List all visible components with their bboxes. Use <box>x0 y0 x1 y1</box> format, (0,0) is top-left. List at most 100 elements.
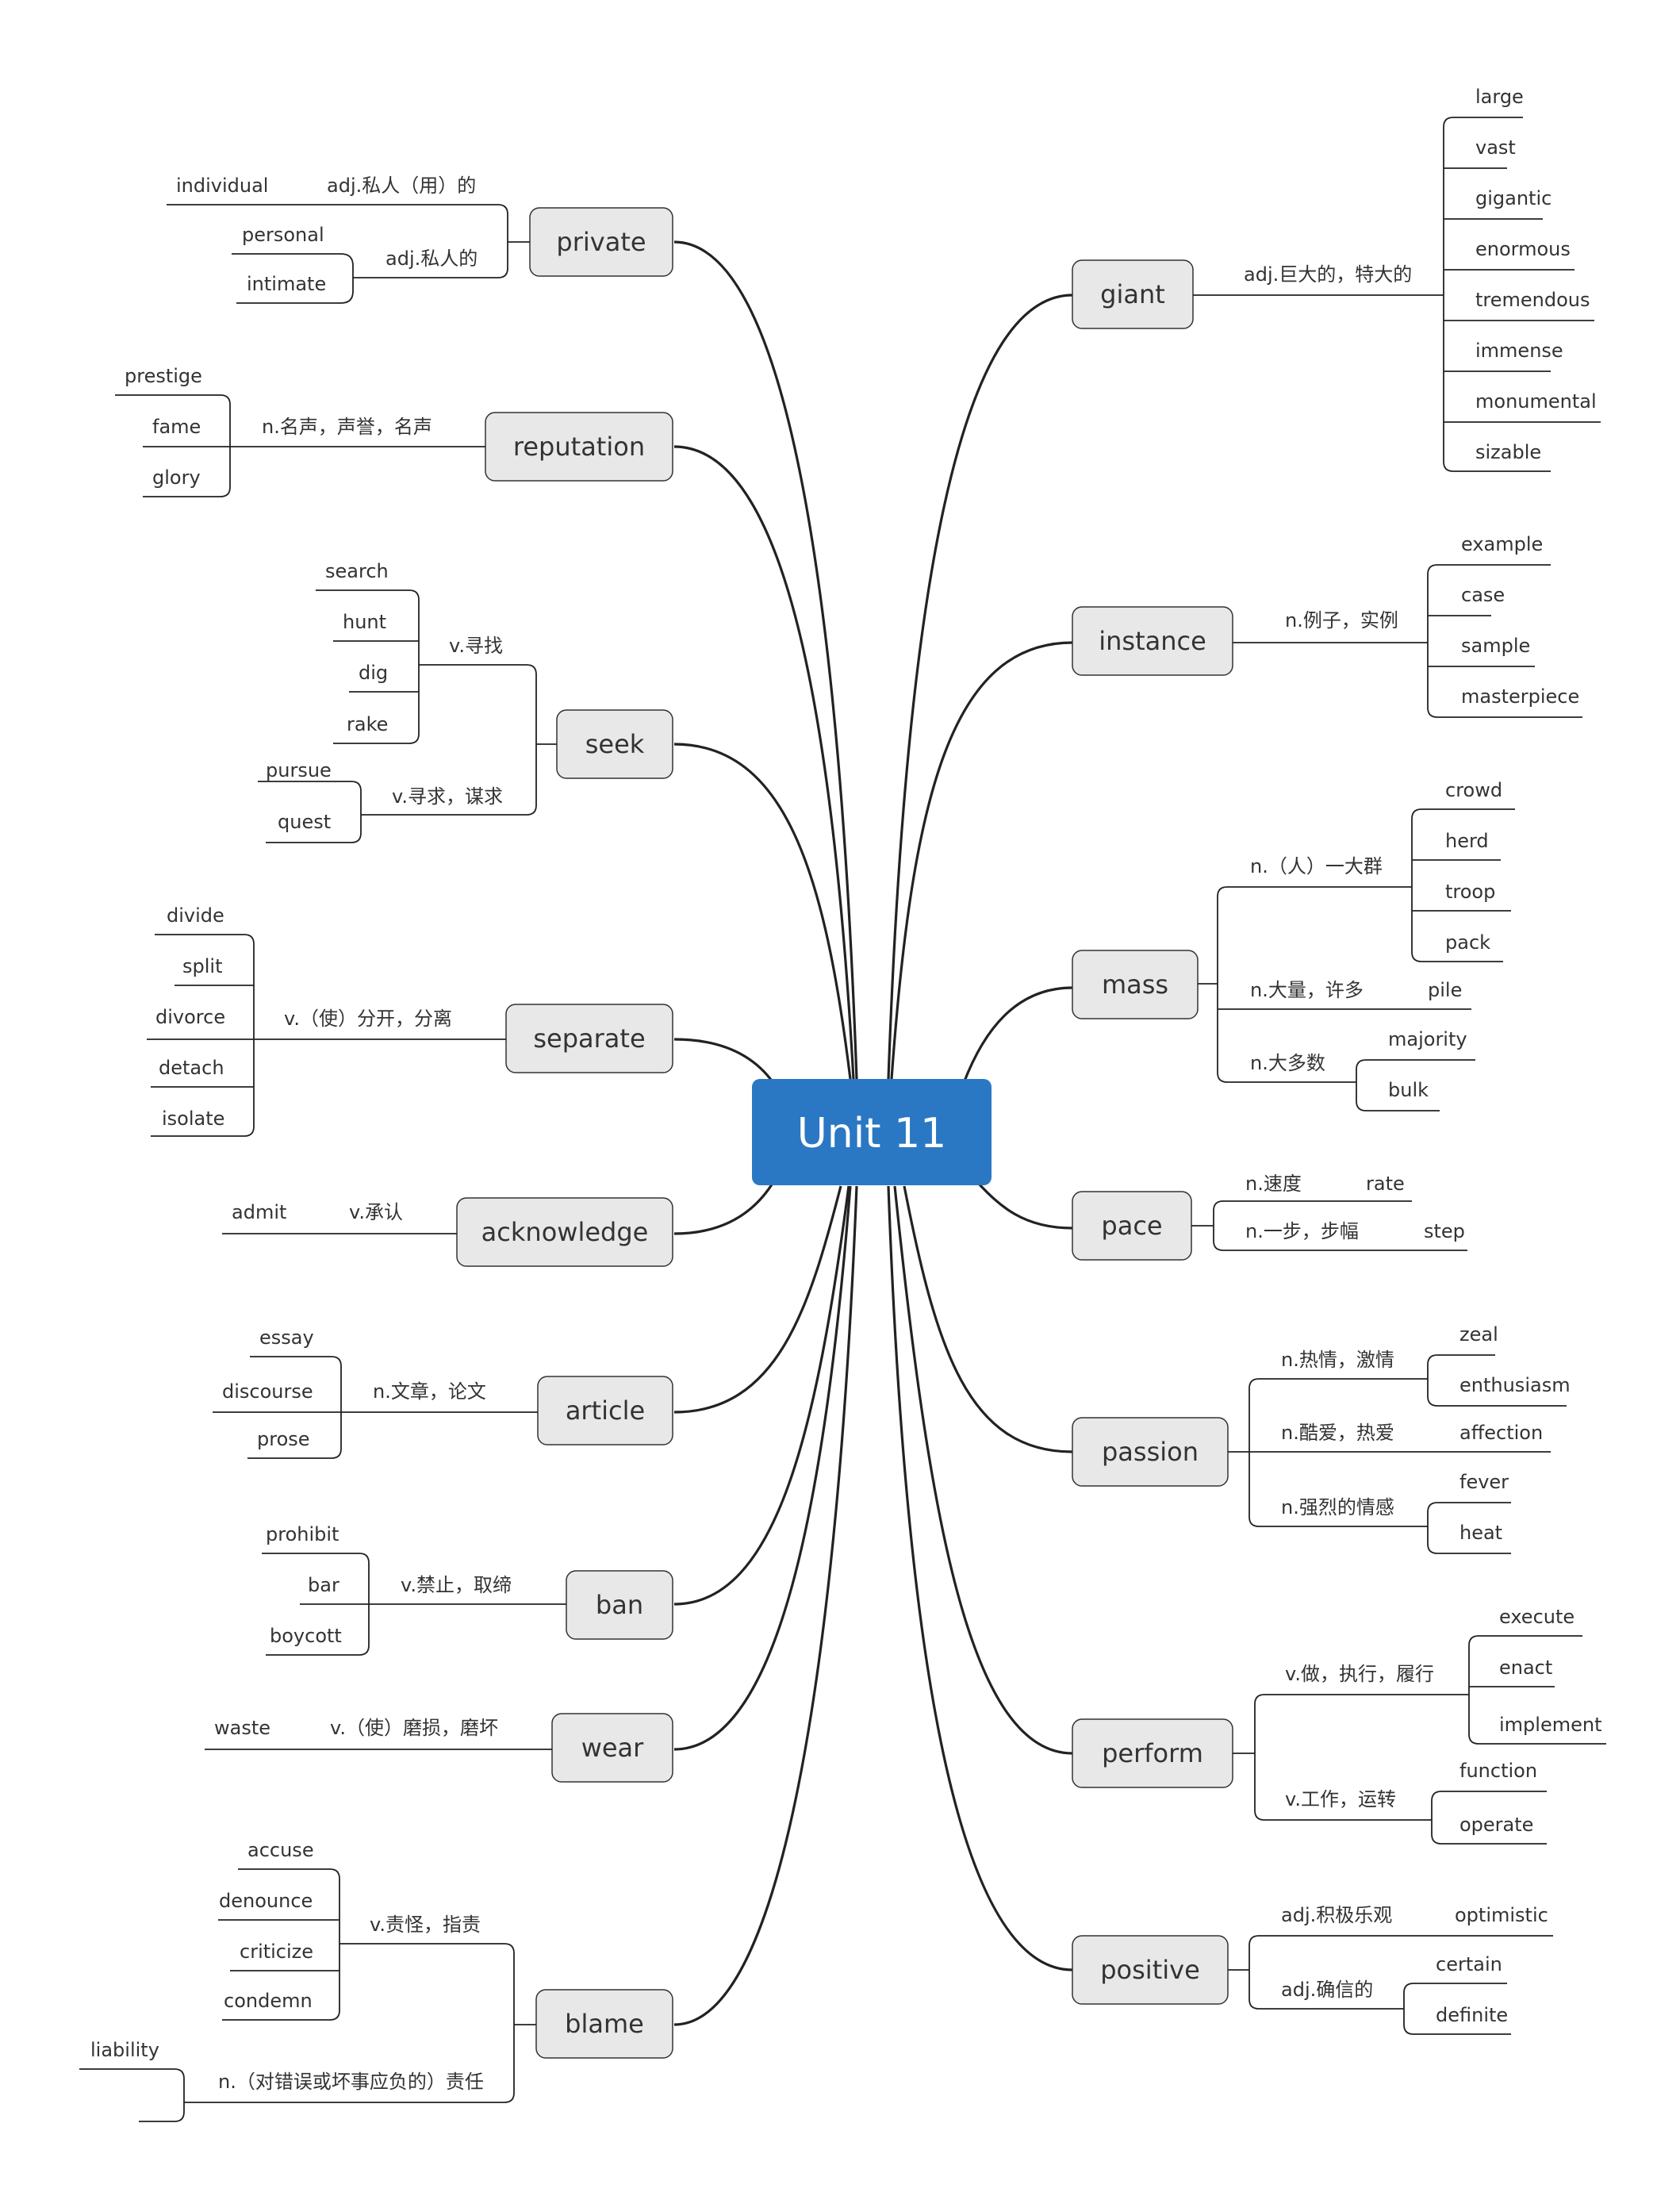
svg-text:isolate: isolate <box>162 1108 224 1130</box>
svg-text:n.（人）一大群: n.（人）一大群 <box>1250 855 1383 877</box>
svg-text:enthusiasm: enthusiasm <box>1459 1374 1571 1396</box>
svg-text:wear: wear <box>581 1733 644 1763</box>
svg-text:divide: divide <box>167 904 224 927</box>
svg-text:divorce: divorce <box>155 1006 225 1028</box>
topic-separate[interactable]: separate <box>505 1004 673 1073</box>
svg-text:crowd: crowd <box>1445 779 1502 801</box>
svg-text:denounce: denounce <box>219 1890 313 1912</box>
svg-text:admit: admit <box>232 1201 286 1223</box>
svg-text:ban: ban <box>596 1590 643 1620</box>
svg-text:adj.私人的: adj.私人的 <box>385 248 478 270</box>
svg-text:v.禁止，取缔: v.禁止，取缔 <box>401 1574 512 1596</box>
svg-text:giant: giant <box>1100 279 1165 309</box>
svg-text:v.（使）磨损，磨坏: v.（使）磨损，磨坏 <box>330 1717 498 1739</box>
svg-text:individual: individual <box>176 175 268 197</box>
center-node[interactable]: Unit 11 <box>752 1079 992 1185</box>
topic-private[interactable]: private <box>529 207 673 277</box>
svg-text:personal: personal <box>242 224 324 246</box>
svg-text:v.工作，运转: v.工作，运转 <box>1285 1788 1396 1810</box>
branch-blame: v.责怪，指责 accuse denounce criticize condem… <box>79 1839 536 2122</box>
svg-text:v.寻求，谋求: v.寻求，谋求 <box>392 785 503 808</box>
svg-text:blame: blame <box>565 2009 644 2039</box>
branch-private: adj.私人（用）的 individual adj.私人的 personal i… <box>167 175 530 304</box>
svg-text:pace: pace <box>1101 1211 1162 1241</box>
center-connectors <box>673 240 1073 2026</box>
svg-text:v.寻找: v.寻找 <box>449 635 503 657</box>
svg-text:hunt: hunt <box>343 611 386 633</box>
topic-seek[interactable]: seek <box>556 709 673 779</box>
svg-text:n.速度: n.速度 <box>1245 1173 1302 1195</box>
center-title: Unit 11 <box>797 1110 947 1158</box>
svg-text:adj.私人（用）的: adj.私人（用）的 <box>327 175 476 197</box>
svg-text:article: article <box>566 1396 645 1426</box>
svg-text:discourse: discourse <box>222 1380 313 1403</box>
svg-text:bulk: bulk <box>1388 1079 1429 1101</box>
branch-acknowledge: v.承认 admit <box>222 1201 457 1234</box>
svg-text:quest: quest <box>278 811 331 833</box>
svg-text:n.酷爱，热爱: n.酷爱，热爱 <box>1281 1422 1394 1444</box>
svg-text:adj.巨大的，特大的: adj.巨大的，特大的 <box>1244 263 1412 286</box>
svg-text:seek: seek <box>585 729 645 759</box>
svg-text:n.强烈的情感: n.强烈的情感 <box>1281 1496 1394 1518</box>
topic-wear[interactable]: wear <box>551 1713 673 1783</box>
topic-perform[interactable]: perform <box>1072 1718 1233 1788</box>
svg-text:n.名声，声誉，名声: n.名声，声誉，名声 <box>262 416 432 438</box>
svg-text:positive: positive <box>1100 1955 1200 1985</box>
svg-text:majority: majority <box>1388 1028 1467 1050</box>
branch-perform: v.做，执行，履行 execute enact implement v.工作，运… <box>1233 1606 1606 1845</box>
svg-text:optimistic: optimistic <box>1455 1904 1548 1926</box>
topic-positive[interactable]: positive <box>1072 1935 1229 2005</box>
svg-text:herd: herd <box>1445 830 1489 852</box>
svg-text:glory: glory <box>152 466 201 489</box>
svg-text:n.大多数: n.大多数 <box>1250 1052 1325 1074</box>
svg-text:reputation: reputation <box>513 432 645 462</box>
svg-text:operate: operate <box>1459 1814 1533 1836</box>
topic-reputation[interactable]: reputation <box>485 412 673 482</box>
svg-text:adj.积极乐观: adj.积极乐观 <box>1281 1904 1392 1926</box>
branch-reputation: n.名声，声誉，名声 prestige fame glory <box>115 365 485 497</box>
svg-text:private: private <box>556 227 646 257</box>
svg-text:monumental: monumental <box>1475 390 1597 413</box>
svg-text:fame: fame <box>152 416 201 438</box>
branch-separate: v.（使）分开，分离 divide split divorce detach i… <box>147 904 506 1137</box>
svg-text:condemn: condemn <box>224 1990 313 2012</box>
branch-giant: adj.巨大的，特大的 large vast gigantic enormous… <box>1193 86 1601 472</box>
topic-pace[interactable]: pace <box>1072 1191 1192 1261</box>
svg-text:instance: instance <box>1099 626 1206 656</box>
svg-text:v.责怪，指责: v.责怪，指责 <box>370 1914 481 1936</box>
topic-giant[interactable]: giant <box>1072 259 1194 329</box>
svg-text:large: large <box>1475 86 1524 108</box>
svg-text:dig: dig <box>359 662 388 684</box>
svg-text:enact: enact <box>1499 1657 1552 1679</box>
svg-text:implement: implement <box>1499 1714 1601 1736</box>
svg-text:certain: certain <box>1436 1953 1502 1975</box>
topic-acknowledge[interactable]: acknowledge <box>456 1197 673 1267</box>
svg-text:definite: definite <box>1436 2004 1508 2026</box>
svg-text:search: search <box>325 560 389 582</box>
svg-text:prohibit: prohibit <box>266 1523 339 1545</box>
svg-text:bar: bar <box>308 1574 339 1596</box>
svg-text:immense: immense <box>1475 340 1563 362</box>
topic-blame[interactable]: blame <box>535 1989 673 2059</box>
svg-text:n.大量，许多: n.大量，许多 <box>1250 979 1364 1001</box>
topic-mass[interactable]: mass <box>1072 950 1199 1019</box>
branch-pace: n.速度 rate n.一步，步幅 step <box>1191 1173 1467 1251</box>
svg-text:detach: detach <box>159 1057 224 1079</box>
svg-text:accuse: accuse <box>247 1839 314 1861</box>
topic-article[interactable]: article <box>537 1376 673 1445</box>
svg-text:v.承认: v.承认 <box>349 1201 403 1223</box>
svg-text:execute: execute <box>1499 1606 1575 1628</box>
svg-text:affection: affection <box>1459 1422 1543 1444</box>
svg-text:fever: fever <box>1459 1471 1509 1493</box>
svg-text:acknowledge: acknowledge <box>481 1217 649 1247</box>
topic-passion[interactable]: passion <box>1072 1417 1229 1487</box>
svg-text:case: case <box>1461 584 1505 606</box>
branch-article: n.文章，论文 essay discourse prose <box>213 1326 538 1459</box>
topic-ban[interactable]: ban <box>566 1570 673 1640</box>
svg-text:tremendous: tremendous <box>1475 289 1590 311</box>
topic-instance[interactable]: instance <box>1072 606 1233 676</box>
svg-text:n.（对错误或坏事应负的）责任: n.（对错误或坏事应负的）责任 <box>218 2071 484 2093</box>
svg-text:function: function <box>1459 1760 1537 1782</box>
svg-text:separate: separate <box>533 1023 645 1054</box>
